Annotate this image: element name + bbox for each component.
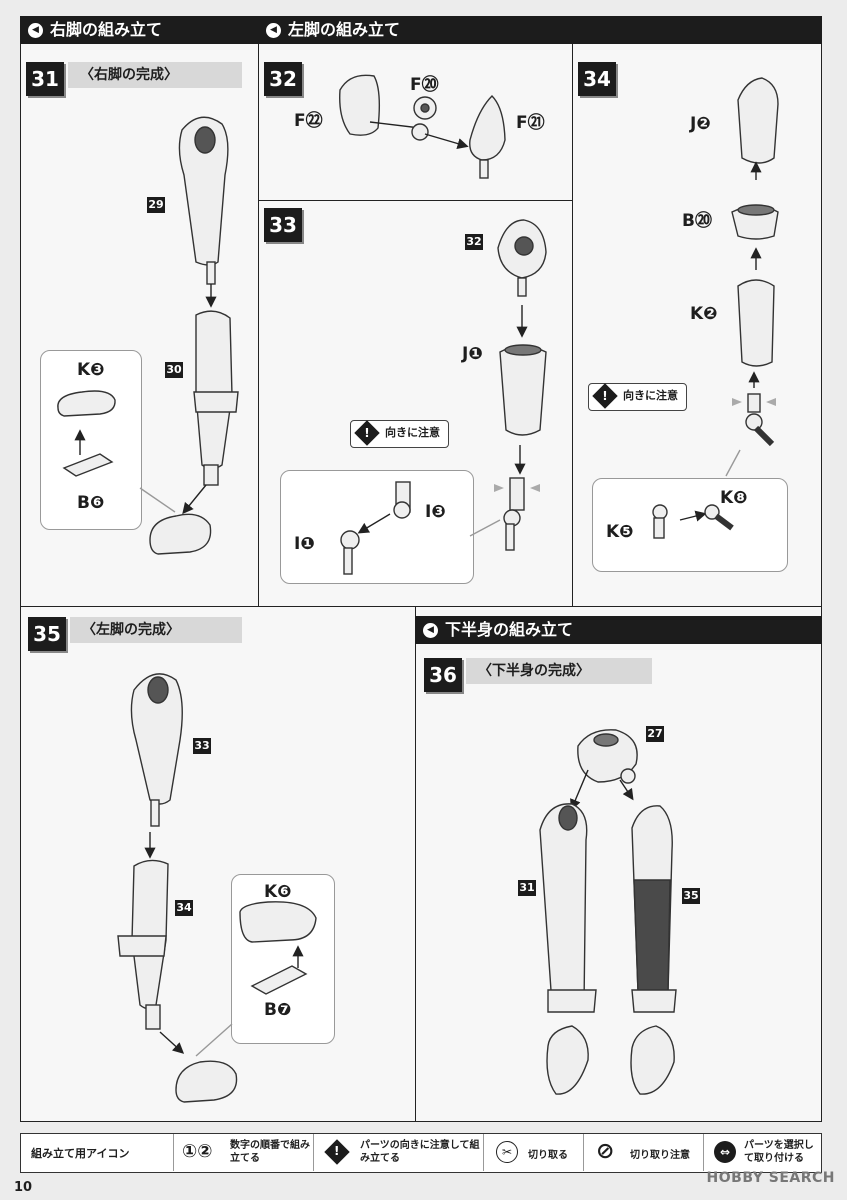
part-tag-32: 32 (465, 234, 483, 250)
part-tag-29: 29 (147, 197, 165, 213)
callout-bubble-34 (592, 478, 788, 572)
step-title-31: 〈右脚の完成〉 (68, 62, 242, 88)
panel-step-36 (415, 606, 822, 1122)
thigh-part-33 (130, 673, 183, 805)
k-arrow-icon: ◀ (266, 23, 281, 38)
legend-text-select-parts: パーツを選択して取り付ける (744, 1140, 814, 1164)
part-label-i1: I❶ (294, 534, 315, 554)
step-title-35: 〈左脚の完成〉 (70, 617, 242, 643)
runner-part-b6 (62, 453, 114, 477)
assembly-icon-legend: 組み立て用アイコン ①② 数字の順番で組み立てる ! パーツの向きに注意して組み… (20, 1133, 822, 1173)
part-tag-31: 31 (518, 880, 536, 896)
part-label-k6: K❻ (264, 882, 292, 902)
select-parts-icon: ⇔ (714, 1141, 736, 1163)
orientation-caution-note-34: ! 向きに注意 (588, 383, 687, 411)
part-tag-35: 35 (682, 888, 700, 904)
shin-part-30 (193, 310, 239, 486)
section-header-right-leg: ◀ 右脚の組み立て (20, 16, 260, 44)
part-label-k3: K❸ (77, 360, 105, 380)
callout-bubble-31 (40, 350, 142, 530)
legend-item-cut: ✂ 切り取る (483, 1134, 584, 1171)
part-label-b7: B❼ (264, 1000, 292, 1020)
step-number-35: 35 (28, 617, 66, 651)
watermark: HOBBY SEARCH (706, 1170, 835, 1186)
lower-part-k2 (737, 279, 775, 367)
part-label-j2: J❷ (690, 114, 711, 134)
part-label-k5: K❺ (606, 522, 634, 542)
runner-part-b7 (250, 965, 308, 995)
part-tag-27: 27 (646, 726, 664, 742)
legend-item-no-cut: ⊘ 切り取り注意 (583, 1134, 704, 1171)
part-tag-30: 30 (165, 362, 183, 378)
step-title-36: 〈下半身の完成〉 (466, 658, 652, 684)
joint-part-f22 (339, 74, 381, 136)
legend-item-circled-numbers: ①② 数字の順番で組み立てる (173, 1134, 314, 1171)
lower-leg-part-j1 (499, 345, 547, 436)
part-label-b20: B⑳ (682, 211, 712, 231)
part-label-k2: K❷ (690, 304, 718, 324)
step-number-31: 31 (26, 62, 64, 96)
circled-numbers-icon: ①② (182, 1141, 213, 1162)
part-label-b6: B❻ (77, 493, 105, 513)
part-tag-33: 33 (193, 738, 211, 754)
shin-part-34 (131, 859, 169, 1010)
part-label-f20: F⑳ (410, 75, 439, 95)
part-label-j1: J❶ (462, 344, 483, 364)
step-number-34: 34 (578, 62, 616, 96)
shoe-part-k3 (57, 390, 116, 417)
section-header-lower-body: ◀ 下半身の組み立て (415, 616, 822, 644)
k-arrow-icon: ◀ (28, 23, 43, 38)
part-tag-34: 34 (175, 900, 193, 916)
shoe-part-k6 (239, 901, 317, 943)
callout-bubble-33 (280, 470, 474, 584)
part-label-i3: I❸ (425, 502, 446, 522)
step-number-33: 33 (264, 208, 302, 242)
thigh-part-29 (178, 116, 229, 285)
step-number-32: 32 (264, 62, 302, 96)
no-cut-icon: ⊘ (596, 1139, 615, 1164)
section-header-left-leg: ◀ 左脚の組み立て (258, 16, 822, 44)
cut-icon: ✂ (496, 1141, 518, 1163)
shoe-part (149, 513, 212, 555)
page-number: 10 (14, 1180, 33, 1195)
orientation-caution-note-33: ! 向きに注意 (350, 420, 449, 448)
part-label-f22: F㉒ (294, 111, 323, 131)
part-label-k8: K❽ (720, 488, 748, 508)
leg-part-31 (539, 803, 588, 1010)
hip-part-27 (577, 729, 638, 783)
joint-part-f21 (469, 95, 506, 161)
shoe-part (175, 1060, 238, 1103)
step-number-36: 36 (424, 658, 462, 692)
legend-item-caution: ! パーツの向きに注意して組み立てる (313, 1134, 484, 1171)
legend-title: 組み立て用アイコン (31, 1147, 130, 1160)
legend-text-caution: パーツの向きに注意して組み立てる (360, 1140, 480, 1164)
legend-text-circled-numbers: 数字の順番で組み立てる (230, 1140, 310, 1164)
legend-text-no-cut: 切り取り注意 (630, 1150, 690, 1161)
upper-part-j2 (737, 77, 779, 164)
part-label-f21: F㉑ (516, 113, 545, 133)
legend-text-cut: 切り取る (528, 1150, 568, 1161)
legend-item-select-parts: ⇔ パーツを選択して取り付ける (703, 1134, 822, 1171)
k-arrow-icon: ◀ (423, 623, 438, 638)
